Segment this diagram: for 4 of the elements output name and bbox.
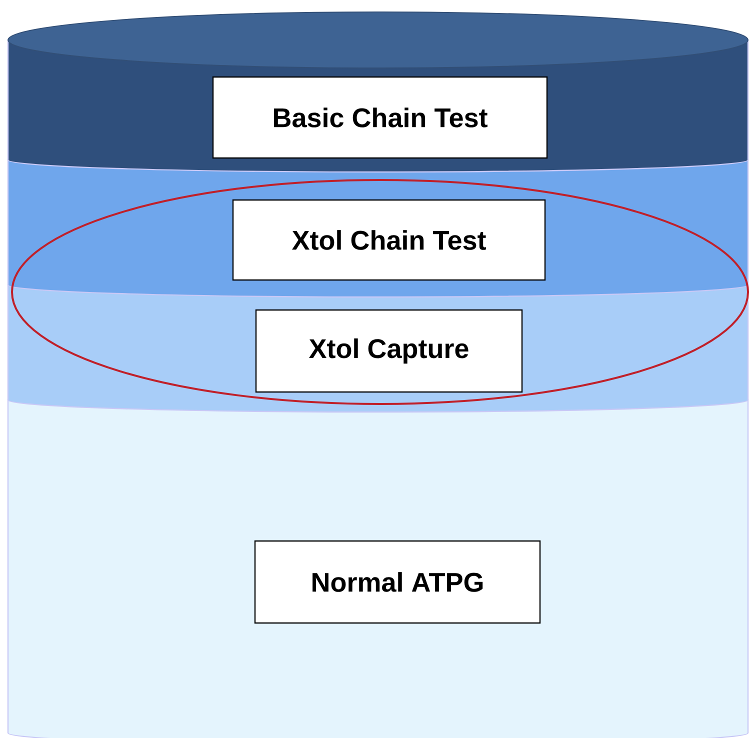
label-box: Xtol Chain Test xyxy=(232,199,546,281)
label-box: Xtol Capture xyxy=(255,309,523,393)
label-box: Normal ATPG xyxy=(254,540,541,624)
label-box: Basic Chain Test xyxy=(212,76,548,159)
